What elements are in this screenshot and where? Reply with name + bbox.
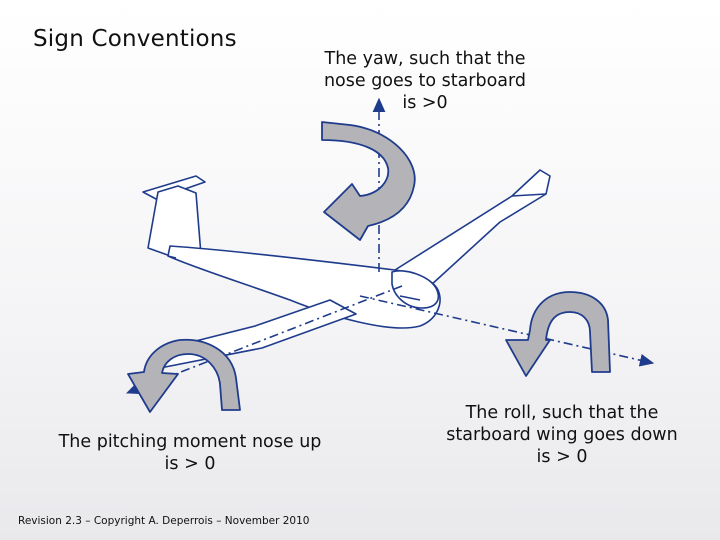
slide-title: Sign Conventions xyxy=(33,26,237,52)
starboard-wing xyxy=(394,169,551,287)
roll-caption-line-2: starboard wing goes down xyxy=(446,425,678,445)
yaw-caption: The yaw, such that the nose goes to star… xyxy=(300,48,550,114)
yaw-caption-line-3: is >0 xyxy=(402,93,448,113)
revision-footer: Revision 2.3 – Copyright A. Deperrois – … xyxy=(18,515,310,527)
canopy xyxy=(391,270,440,309)
yaw-caption-line-1: The yaw, such that the xyxy=(324,49,526,69)
pitch-caption-line-1: The pitching moment nose up xyxy=(58,432,322,452)
port-wing xyxy=(145,299,357,369)
roll-caption-line-1: The roll, such that the xyxy=(465,403,659,423)
roll-axis xyxy=(359,295,655,367)
roll-caption-line-3: is > 0 xyxy=(536,447,588,467)
yaw-caption-line-2: nose goes to starboard xyxy=(323,71,527,91)
roll-caption: The roll, such that the starboard wing g… xyxy=(432,402,692,468)
pitch-caption-line-2: is > 0 xyxy=(164,454,216,474)
yaw-rotation-arrow xyxy=(321,121,416,241)
pitch-caption: The pitching moment nose up is > 0 xyxy=(40,431,340,475)
roll-rotation-arrow xyxy=(505,291,611,377)
pitch-rotation-arrow xyxy=(127,338,241,413)
